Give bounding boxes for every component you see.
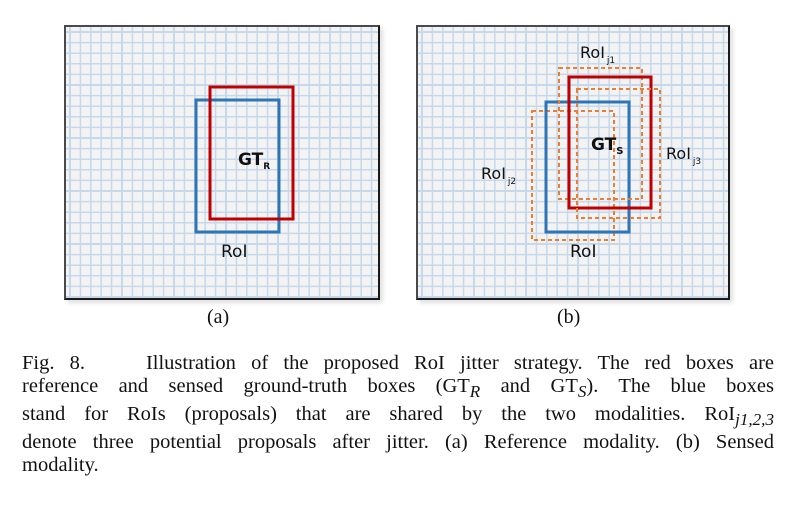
caption-text: and GT	[480, 375, 578, 397]
ground-truth-box-sensed	[567, 75, 653, 210]
roi-j2-subscript: j2	[507, 177, 516, 187]
roi-box	[544, 100, 631, 234]
caption-subscript: S	[577, 382, 587, 402]
jittered-roi-j1-box	[558, 67, 643, 200]
caption-line-1: Fig. 8. Illustration of the proposed RoI…	[22, 352, 774, 375]
subfigure-label-a: (a)	[207, 306, 230, 328]
figure-caption: Fig. 8. Illustration of the proposed RoI…	[22, 352, 774, 477]
caption-text: ). The blue boxes	[586, 375, 775, 397]
caption-text: reference and sensed ground-truth boxes …	[22, 375, 470, 397]
roi-label: RoI	[570, 242, 596, 262]
jittered-roi-j2-box	[531, 110, 615, 241]
caption-line-3: stand for RoIs (proposals) that are shar…	[22, 403, 774, 431]
caption-text: stand for RoIs (proposals) that are shar…	[22, 403, 736, 426]
roi-box	[194, 98, 281, 234]
caption-text: Illustration of the proposed RoI jitter …	[145, 352, 774, 374]
grid-b	[418, 27, 728, 298]
gt-r-subscript: R	[263, 162, 270, 172]
roi-j1-subscript: j1	[606, 56, 615, 66]
caption-subscript: R	[469, 382, 481, 402]
caption-line-4: denote three potential proposals after j…	[22, 431, 774, 454]
panel-a-reference-modality: GTR RoI	[64, 25, 380, 300]
roi-label: RoI	[221, 242, 247, 262]
caption-line-2: reference and sensed ground-truth boxes …	[22, 375, 774, 403]
gt-s-label: GTS	[591, 135, 623, 157]
roi-j3-subscript: j3	[692, 157, 701, 167]
panel-a-canvas: GTR RoI	[66, 27, 378, 298]
gt-s-subscript: S	[616, 146, 623, 157]
subfigure-label-b: (b)	[557, 306, 581, 328]
jittered-roi-j3-box	[576, 88, 661, 219]
caption-line-5: modality.	[22, 454, 99, 477]
gt-r-label: GTR	[238, 150, 270, 172]
figure-label: Fig. 8.	[22, 352, 86, 374]
ground-truth-box-reference	[208, 85, 295, 221]
caption-subscript: j1,2,3	[735, 410, 774, 430]
